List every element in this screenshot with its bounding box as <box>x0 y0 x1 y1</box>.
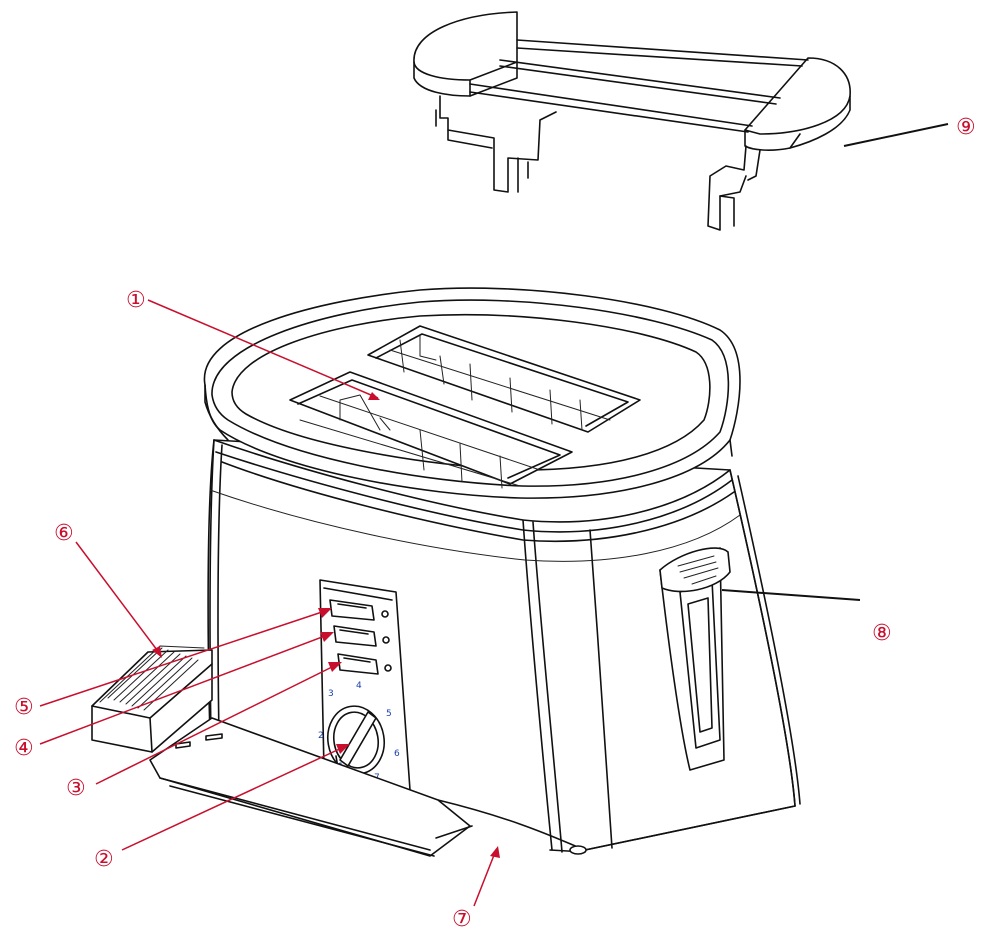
dial-number: 2 <box>318 731 324 741</box>
leader-4 <box>39 633 331 745</box>
carriage-lever <box>659 547 731 771</box>
control-panel <box>319 579 411 791</box>
callout-8: ⑧ <box>872 621 892 646</box>
leader-3 <box>95 663 339 785</box>
dial-number: 4 <box>356 681 362 691</box>
callouts: ① ② ③ ④ ⑤ ⑥ ⑦ ⑧ ⑨ <box>14 115 976 932</box>
callout-5: ⑤ <box>14 695 34 720</box>
callout-1: ① <box>126 288 146 313</box>
callout-4: ④ <box>14 736 34 761</box>
dial-number: 3 <box>328 689 334 699</box>
leader-6 <box>75 541 161 655</box>
leader-7 <box>473 849 497 907</box>
leader-lines <box>39 123 949 907</box>
callout-6: ⑥ <box>54 521 74 546</box>
leader-2 <box>121 745 347 851</box>
callout-9: ⑨ <box>956 115 976 140</box>
callout-2: ② <box>94 847 114 872</box>
bun-warmer-rack <box>413 11 851 231</box>
leader-8 <box>721 589 861 601</box>
callout-3: ③ <box>66 776 86 801</box>
toaster-top <box>203 287 741 499</box>
leader-5 <box>39 609 329 707</box>
dial-number: 6 <box>394 749 400 759</box>
callout-7: ⑦ <box>452 907 472 932</box>
leader-1 <box>147 299 379 399</box>
leader-9 <box>843 123 949 147</box>
dial-number: 5 <box>386 709 392 719</box>
